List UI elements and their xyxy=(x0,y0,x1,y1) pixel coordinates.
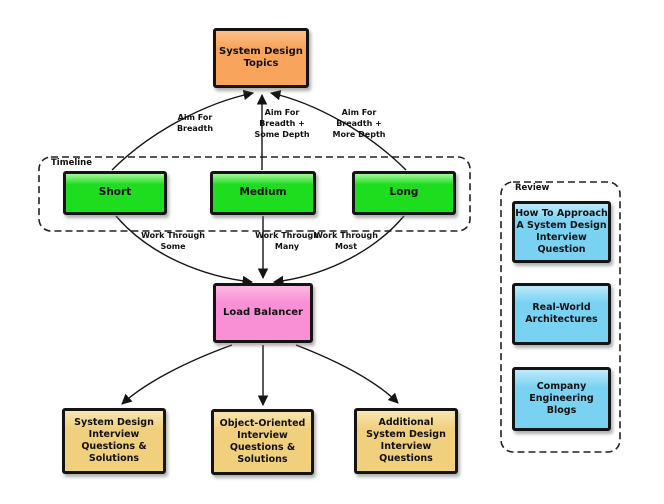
node-object-oriented-interview-questions: Object-Oriented Interview Questions & So… xyxy=(211,409,314,475)
node-real-world-architectures: Real-World Architectures xyxy=(512,283,611,345)
node-how-to-approach: How To Approach A System Design Intervie… xyxy=(512,201,611,263)
edge-long-to-topics xyxy=(269,89,407,171)
node-short: Short xyxy=(63,171,167,215)
edge-label-work-through-some: Work Through Some xyxy=(141,231,205,251)
review-group-outline xyxy=(500,181,621,453)
node-load-balancer: Load Balancer xyxy=(213,283,313,343)
node-system-design-interview-questions: System Design Interview Questions & Solu… xyxy=(62,408,166,474)
edge-short-to-topics xyxy=(111,89,255,171)
node-additional-system-design-questions: Additional System Design Interview Quest… xyxy=(354,408,458,474)
edge-label-aim-some-depth: Aim For Breadth + Some Depth xyxy=(254,108,310,139)
edge-label-work-through-many: Work Through Many xyxy=(255,231,319,251)
node-system-design-topics: System Design Topics xyxy=(213,28,309,88)
node-medium: Medium xyxy=(210,171,316,215)
timeline-group-outline xyxy=(38,156,471,232)
edge-short-to-load-balancer xyxy=(115,215,254,287)
edge-label-aim-breadth: Aim For Breadth xyxy=(176,113,214,133)
edge-long-to-load-balancer xyxy=(272,215,405,287)
edge-load-balancer-to-additional-questions xyxy=(295,344,399,404)
timeline-group-label: Timeline xyxy=(48,159,95,168)
node-company-engineering-blogs: Company Engineering Blogs xyxy=(512,367,611,431)
edge-load-balancer-to-sd-questions xyxy=(121,344,233,405)
edge-label-aim-more-depth: Aim For Breadth + More Depth xyxy=(332,108,386,139)
node-long: Long xyxy=(352,171,456,215)
review-group-label: Review xyxy=(512,184,553,193)
edge-label-work-through-most: Work Through Most xyxy=(314,231,378,251)
